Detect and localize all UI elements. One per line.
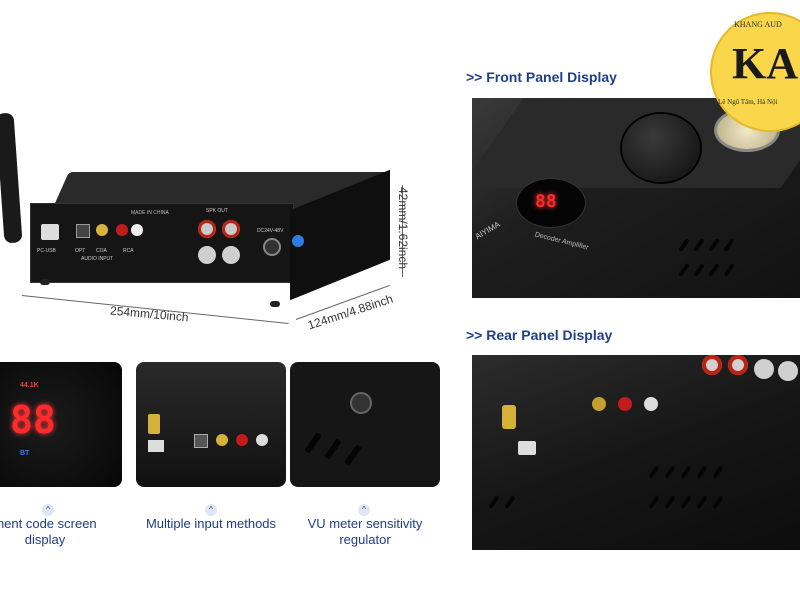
led-display-thumbnail: 44.1K 88 BT [0, 362, 122, 487]
front-panel-title: >> Front Panel Display [466, 69, 617, 85]
width-dimension: 254mm/10inch [109, 303, 190, 325]
depth-dimension: 124mm/4.88inch [306, 291, 395, 333]
rear-speaker-terminals [702, 355, 800, 405]
front-led-display: 88 [516, 178, 586, 228]
rear-panel-photo [472, 355, 800, 550]
rca-white-port [131, 224, 143, 236]
vu-regulator-thumbnail [290, 362, 440, 487]
height-dimension: 42mm/1.62inch [396, 186, 411, 270]
rca-label: RCA [123, 248, 134, 254]
spk-out-label: SPK OUT [206, 208, 228, 214]
thumb-display-top: 44.1K [20, 382, 39, 389]
rear-panel-title: >> Rear Panel Display [466, 327, 613, 343]
speaker-terminals [196, 216, 246, 276]
decoder-label: Decoder Amplifier [533, 231, 590, 252]
rca-red-port [116, 224, 128, 236]
logo-sub-text: Lê Ngũ Tâm, Hà Nội [718, 98, 778, 106]
caption-arrow-3: ^ [358, 504, 370, 516]
sma-connector [502, 405, 516, 429]
brand-label: AIYIMA [473, 219, 502, 242]
caption-arrow-1: ^ [42, 504, 54, 516]
caption-2: Multiple input methods [145, 516, 277, 531]
caption-1: ment code screen display [0, 516, 97, 547]
logo-mark: KA [732, 39, 798, 88]
rear-panel: MADE IN CHINA PC-USB OPT COA RCA AUDIO I… [30, 203, 294, 283]
power-label: DC24V-48V [257, 228, 284, 234]
usb-port [41, 224, 59, 240]
coaxial-port [96, 224, 108, 236]
inputs-thumbnail [136, 362, 286, 487]
made-in-china-label: MADE IN CHINA [131, 210, 169, 216]
blue-sticker [292, 235, 304, 247]
front-panel-photo: 88 AIYIMA Decoder Amplifier [472, 98, 800, 298]
caption-3: VU meter sensitivity regulator [307, 516, 423, 547]
rear-unit-photo: MADE IN CHINA PC-USB OPT COA RCA AUDIO I… [0, 105, 411, 332]
optical-port [76, 224, 90, 238]
rear-rca-ports [592, 395, 682, 415]
front-display-digits: 88 [535, 191, 557, 212]
coa-label: COA [96, 248, 107, 254]
bluetooth-antenna [0, 112, 23, 244]
audio-input-label: AUDIO INPUT [81, 256, 114, 262]
opt-label: OPT [75, 248, 86, 254]
volume-knob [622, 114, 700, 182]
power-jack [263, 238, 281, 256]
thumb-display-digits: 88 [10, 398, 56, 442]
regulator-screw [350, 392, 372, 414]
caption-arrow-2: ^ [205, 504, 217, 516]
rear-usb-port [518, 441, 536, 455]
thumb-display-bottom: BT [20, 450, 30, 457]
logo-ring-text: KHANG AUD [734, 20, 782, 29]
khang-audio-logo: KHANG AUD KA Lê Ngũ Tâm, Hà Nội [710, 12, 800, 132]
pc-usb-label: PC-USB [37, 248, 56, 254]
